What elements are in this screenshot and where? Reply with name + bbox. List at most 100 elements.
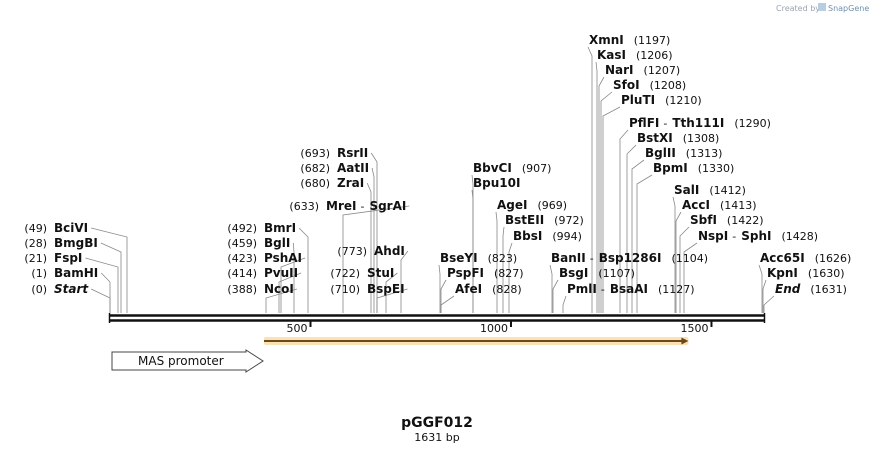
enzyme-name: BmrI [264, 221, 296, 235]
site-connector [100, 272, 111, 313]
site-position: (1631) [810, 283, 847, 296]
site-ahdi: (773) AhdI [337, 244, 404, 258]
site-connector [502, 226, 505, 313]
scale-tick-label: 1000 [480, 322, 508, 335]
enzyme-name: PluTI [621, 93, 655, 107]
site-position: (1313) [686, 147, 723, 160]
enzyme-name: BglI [264, 236, 290, 250]
site-pluti: PluTI(1210) [621, 93, 702, 107]
enzyme-name: NspI [698, 229, 728, 243]
enzyme-name: AgeI [497, 198, 527, 212]
enzyme-name: Bsp1286I [599, 251, 662, 265]
feature-label: MAS promoter [138, 354, 224, 368]
enzyme-name: BspEI [367, 282, 405, 296]
site-kasi: KasI(1206) [597, 48, 673, 62]
dna-backbone [108, 313, 766, 323]
site-position: (907) [522, 162, 552, 175]
site-position: (722) [330, 267, 360, 280]
enzyme-name: SgrAI [369, 199, 406, 213]
enzyme-name: SfoI [613, 78, 640, 92]
enzyme-separator: - [663, 117, 667, 130]
plasmid-title: pGGF012 [401, 415, 473, 431]
enzyme-name: BstEII [505, 213, 544, 227]
site-labels: (0)Start(1)BamHI(21)FspI(28)BmgBI(49)Bci… [24, 33, 851, 296]
site-start: (0)Start [31, 282, 89, 296]
site-connector [763, 295, 775, 313]
site-kpni: KpnI(1630) [767, 266, 844, 280]
site-position: (1428) [781, 230, 818, 243]
site-position: (1127) [658, 283, 695, 296]
site-position: (414) [227, 267, 257, 280]
enzyme-name: SalI [674, 183, 699, 197]
site-bamhi: (1)BamHI [31, 266, 98, 280]
site-position: (1630) [808, 267, 845, 280]
site-position: (492) [227, 222, 257, 235]
site-end: End (1631) [775, 282, 847, 296]
site-position: (1104) [671, 252, 708, 265]
orf-arrows [263, 337, 689, 345]
enzyme-separator: - [732, 230, 736, 243]
site-bmri: (492) BmrI [227, 221, 296, 235]
site-position: (1422) [727, 214, 764, 227]
site-position: (1626) [815, 252, 852, 265]
site-connector [370, 152, 378, 313]
site-connector [675, 211, 682, 313]
site-connectors [85, 46, 775, 313]
site-connector [85, 257, 119, 313]
site-connector [265, 288, 297, 313]
site-position: (682) [300, 162, 330, 175]
site-pflfi-tth111i: PflFI-Tth111I(1290) [629, 116, 771, 130]
enzyme-name: BstXI [637, 131, 673, 145]
site-connector [371, 167, 375, 313]
site-position: (21) [24, 252, 47, 265]
site-agei: AgeI(969) [497, 198, 567, 212]
enzyme-name: SbfI [690, 213, 717, 227]
site-banii-bsp1286i: BanII-Bsp1286I (1104) [551, 251, 708, 265]
site-nari: NarI(1207) [605, 63, 680, 77]
site-connector [440, 279, 447, 313]
site-position: (1) [31, 267, 47, 280]
site-connector [508, 242, 513, 313]
site-connector [549, 264, 553, 313]
enzyme-name: MreI [326, 199, 356, 213]
site-zrai: (680)ZraI [300, 176, 364, 190]
site-acci: AccI(1413) [682, 198, 757, 212]
site-connector [438, 264, 441, 313]
site-bcivi: (49)BciVI [24, 221, 88, 235]
site-position: (828) [492, 283, 522, 296]
site-position: (773) [337, 245, 367, 258]
site-connector [376, 288, 408, 313]
site-position: (459) [227, 237, 257, 250]
promoter-arrow-icon [111, 349, 264, 373]
site-connector [298, 227, 309, 313]
site-bmgbi: (28)BmgBI [24, 236, 97, 250]
site-connector [598, 76, 605, 313]
enzyme-name: BanII [551, 251, 586, 265]
snapgene-logo-icon [818, 3, 826, 11]
site-connector [471, 174, 474, 313]
site-connector [292, 242, 295, 313]
enzyme-name: NcoI [264, 282, 294, 296]
enzyme-name: BpmI [653, 161, 688, 175]
site-position: (994) [552, 230, 582, 243]
site-connector [762, 279, 767, 313]
enzyme-name: AhdI [374, 244, 405, 258]
enzyme-name: AfeI [455, 282, 482, 296]
site-position: (1308) [683, 132, 720, 145]
enzyme-name: Bpu10I [473, 176, 520, 190]
site-connector [595, 61, 598, 313]
enzyme-separator: - [360, 200, 364, 213]
site-aatii: (682)AatII [300, 161, 369, 175]
site-connector [400, 250, 409, 313]
site-position: (28) [24, 237, 47, 250]
enzyme-name: SphI [741, 229, 771, 243]
credit-brand: SnapGene [828, 4, 869, 13]
sequence-end-label: End [775, 282, 801, 296]
site-position: (49) [24, 222, 47, 235]
site-connector [758, 264, 763, 313]
site-pshai: (423)PshAI [227, 251, 302, 265]
site-connector [91, 227, 128, 313]
enzyme-separator: - [590, 252, 594, 265]
